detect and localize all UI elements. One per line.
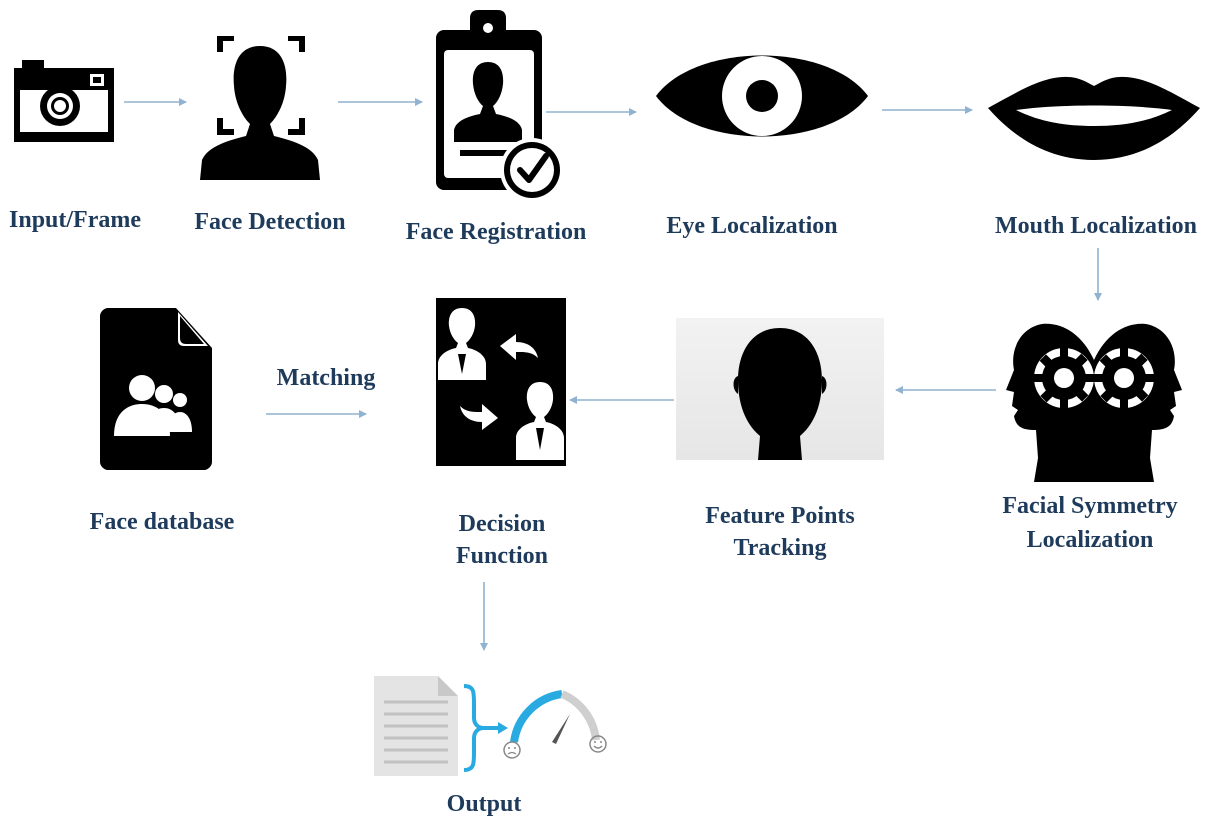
label-face-registration: Face Registration <box>405 219 587 245</box>
label-face-database: Face database <box>89 509 235 535</box>
label-matching: Matching <box>276 365 376 391</box>
camera-icon <box>14 60 114 142</box>
face-detection-icon <box>200 36 320 180</box>
label-decision-2: Function <box>455 543 549 569</box>
label-output: Output <box>446 791 522 817</box>
label-decision-1: Decision <box>458 511 546 537</box>
label-feature-points-2: Tracking <box>733 535 827 561</box>
gears-heads-icon <box>1002 320 1186 482</box>
label-facial-symmetry-2: Localization <box>1026 527 1154 553</box>
label-input-frame: Input/Frame <box>9 207 141 233</box>
head-silhouette-icon <box>676 318 884 460</box>
label-face-detection: Face Detection <box>194 209 346 235</box>
clipboard-check-icon <box>436 10 566 208</box>
output-gauge-icon <box>374 672 614 778</box>
label-facial-symmetry-1: Facial Symmetry <box>1002 493 1178 519</box>
label-eye-localization: Eye Localization <box>666 213 838 239</box>
eye-icon <box>656 48 868 144</box>
lips-icon <box>988 70 1200 160</box>
label-feature-points-1: Feature Points <box>705 503 855 529</box>
face-database-icon <box>100 308 212 470</box>
user-exchange-icon <box>436 298 566 466</box>
label-mouth-localization: Mouth Localization <box>995 213 1197 239</box>
